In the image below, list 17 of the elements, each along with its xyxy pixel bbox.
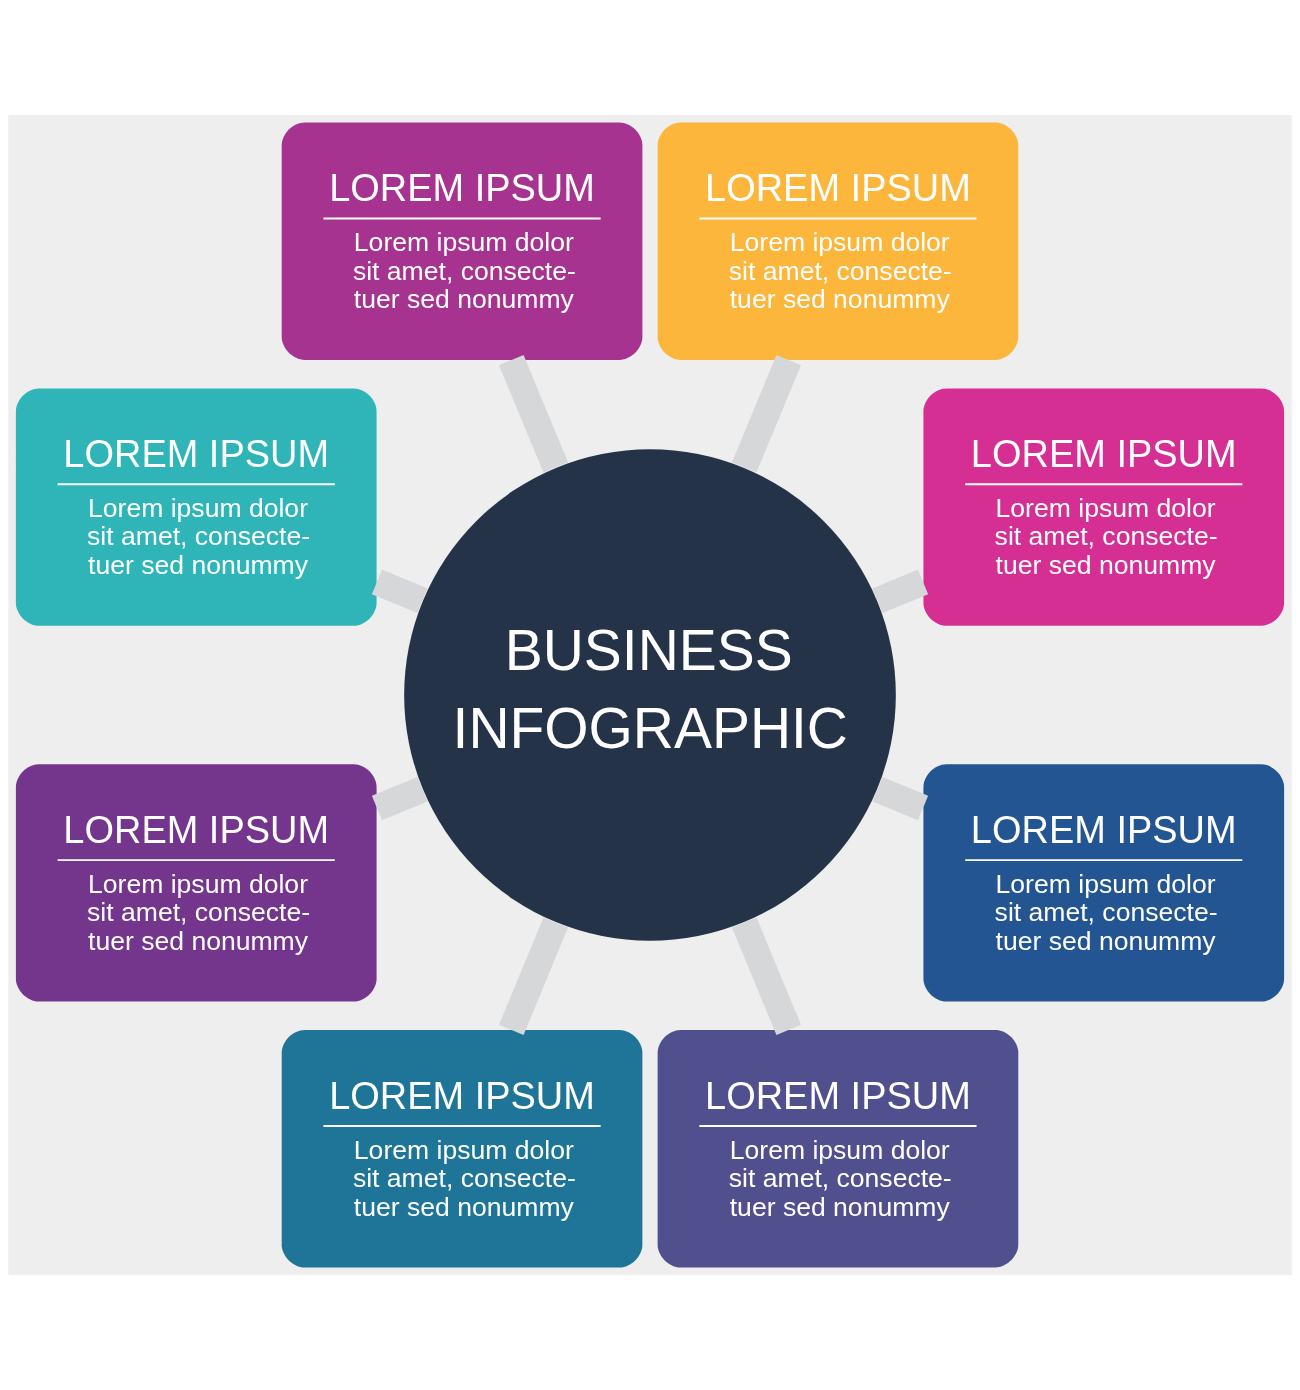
node-box: LOREM IPSUM Lorem ipsum dolor sit amet, consecte- tuer sed nonummy: [657, 1030, 1019, 1268]
node-box: LOREM IPSUM Lorem ipsum dolor sit amet, consecte- tuer sed nonummy: [923, 388, 1285, 626]
connector: [499, 917, 569, 1036]
connector: [731, 917, 801, 1036]
node-box: LOREM IPSUM Lorem ipsum dolor sit amet, consecte- tuer sed nonummy: [657, 122, 1019, 360]
node-box: LOREM IPSUM Lorem ipsum dolor sit amet, consecte- tuer sed nonummy: [923, 764, 1285, 1002]
connector: [371, 569, 428, 614]
connector: [371, 776, 428, 821]
node-box: LOREM IPSUM Lorem ipsum dolor sit amet, consecte- tuer sed nonummy: [281, 122, 643, 360]
connector: [872, 776, 929, 821]
node-box: LOREM IPSUM Lorem ipsum dolor sit amet, consecte- tuer sed nonummy: [15, 388, 377, 626]
node-circle: BUSINESS INFOGRAPHIC: [404, 449, 896, 941]
node-box: LOREM IPSUM Lorem ipsum dolor sit amet, consecte- tuer sed nonummy: [15, 764, 377, 1002]
node-box: LOREM IPSUM Lorem ipsum dolor sit amet, consecte- tuer sed nonummy: [281, 1030, 643, 1268]
connector: [499, 354, 569, 473]
connector: [872, 569, 929, 614]
connector: [731, 354, 801, 473]
